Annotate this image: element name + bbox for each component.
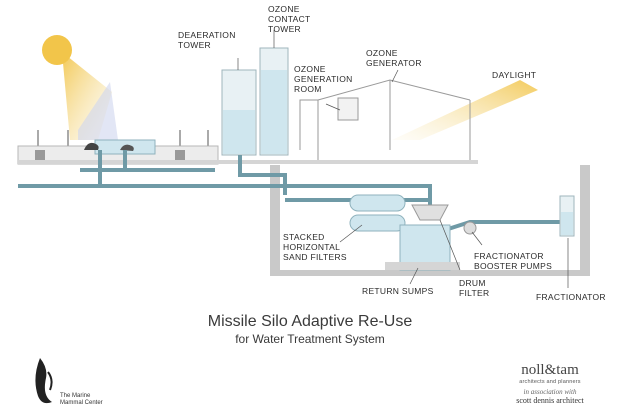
seal-icon (84, 142, 99, 150)
diagram-subtitle: for Water Treatment System (235, 332, 385, 346)
booster-pump (463, 221, 477, 235)
marine-center-line2: Mammal Center (60, 400, 103, 406)
drum-filter (411, 204, 449, 221)
firm-association: in association with (523, 388, 577, 396)
railing-posts (37, 130, 209, 146)
booster-pumps-label: FRACTIONATOR BOOSTER PUMPS (474, 251, 553, 271)
pool-block (175, 150, 185, 160)
sand-filter-upper (349, 194, 406, 212)
ozone-contact-tower-label: OZONE CONTACT TOWER (268, 4, 311, 34)
fractionator-water (561, 212, 573, 235)
skylight-glass (78, 82, 118, 140)
firm-logo: noll&tam architects and planners in asso… (485, 362, 615, 405)
diagram-title: Missile Silo Adaptive Re-Use (207, 313, 413, 330)
leader-lines (237, 30, 569, 288)
drum-filter-label: DRUM FILTER (459, 278, 490, 298)
ozone-generator-label: OZONE GENERATOR (366, 48, 422, 68)
firm-name: noll&tam (521, 362, 579, 378)
sump-base (385, 262, 460, 270)
sand-filter-lower (349, 214, 406, 232)
sand-filters-label: STACKED HORIZONTAL SAND FILTERS (283, 232, 347, 262)
pool-block (35, 150, 45, 160)
silo-walls (270, 165, 590, 276)
sun-icon (42, 35, 72, 65)
ground-slab (18, 160, 478, 164)
deaeration-water (223, 110, 255, 154)
firm-partner: scott dennis architect (516, 396, 584, 405)
marine-center-logo-mark (47, 371, 53, 391)
ozone-contact-water (261, 70, 287, 154)
fractionator-label: FRACTIONATOR (536, 292, 606, 302)
marine-center-logo (35, 358, 52, 404)
ozone-generation-building (299, 79, 471, 160)
firm-tagline: architects and planners (519, 379, 581, 385)
seal-icon (120, 144, 134, 151)
ozone-generator-unit (337, 97, 359, 121)
deaeration-tower-label: DEAERATION TOWER (178, 30, 236, 50)
marine-center-name: The Marine Mammal Center (60, 393, 103, 407)
daylight-label: DAYLIGHT (492, 70, 537, 80)
daylight-beam (392, 80, 538, 140)
return-sumps-label: RETURN SUMPS (362, 286, 434, 296)
ozone-generation-room-label: OZONE GENERATION ROOM (294, 64, 353, 94)
marine-center-line1: The Marine (60, 393, 91, 399)
